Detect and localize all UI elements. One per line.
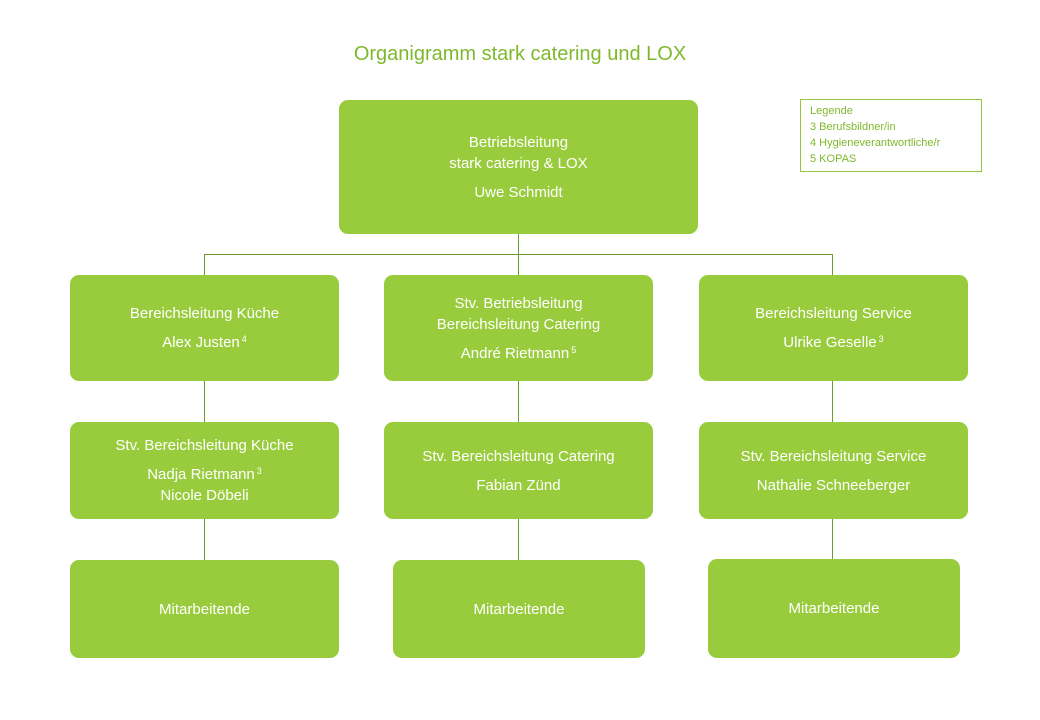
box-mitarbeitende-kueche: Mitarbeitende — [70, 560, 339, 658]
legend-heading: Legende — [810, 105, 853, 117]
person-name: Fabian Zünd — [476, 476, 561, 494]
box-betriebsleitung: Betriebsleitung stark catering & LOX Uwe… — [339, 100, 698, 234]
person-name: Uwe Schmidt — [474, 183, 563, 201]
connector-left-lead-deputy — [204, 380, 205, 423]
person-name: Nicole Döbeli — [160, 487, 249, 504]
role-label: Bereichsleitung Service — [755, 305, 912, 322]
staff-label: Mitarbeitende — [159, 600, 250, 618]
legend: Legende 3 Berufsbildner/in 4 Hygienevera… — [800, 99, 982, 172]
connector-left-deputy-staff — [204, 518, 205, 561]
legend-ref: 3 — [256, 466, 262, 476]
legend-item: 4 Hygieneverantwortliche/r — [810, 137, 941, 149]
legend-item: 3 Berufsbildner/in — [810, 121, 896, 133]
connector-middle-deputy-staff — [518, 518, 519, 561]
connector-middle-lead-deputy — [518, 380, 519, 423]
legend-ref: 4 — [241, 334, 247, 344]
connector-right-deputy-staff — [832, 518, 833, 561]
box-stv-bereichsleitung-catering: Stv. Bereichsleitung Catering Fabian Zün… — [384, 422, 653, 519]
box-mitarbeitende-service: Mitarbeitende — [708, 559, 960, 658]
connector-left-drop — [204, 254, 205, 276]
connector-right-drop — [832, 254, 833, 276]
person-name: Nathalie Schneeberger — [756, 476, 911, 494]
staff-label: Mitarbeitende — [473, 600, 565, 618]
connector-top-vertical — [518, 233, 519, 255]
box-stv-bereichsleitung-service: Stv. Bereichsleitung Service Nathalie Sc… — [699, 422, 968, 519]
role-label: Stv. Bereichsleitung Service — [740, 447, 927, 465]
box-bereichsleitung-catering: Stv. Betriebsleitung Bereichsleitung Cat… — [384, 275, 653, 381]
role-label: Bereichsleitung Küche — [129, 305, 280, 322]
connector-middle-drop — [518, 254, 519, 276]
connector-right-lead-deputy — [832, 380, 833, 423]
role-label: Stv. Bereichsleitung Catering — [422, 447, 615, 465]
legend-ref: 5 — [571, 344, 577, 355]
role-label: Bereichsleitung Catering — [436, 315, 601, 333]
staff-label: Mitarbeitende — [788, 600, 880, 617]
role-label: Betriebsleitung — [468, 133, 569, 151]
role-label: Stv. Bereichsleitung Küche — [115, 437, 294, 454]
page-title: Organigramm stark catering und LOX — [353, 43, 687, 65]
legend-ref: 3 — [878, 334, 884, 344]
legend-item: 5 KOPAS — [810, 153, 857, 165]
role-label: Stv. Betriebsleitung — [454, 294, 583, 312]
box-stv-bereichsleitung-kueche: Stv. Bereichsleitung Küche Nadja Rietman… — [70, 422, 339, 519]
box-mitarbeitende-catering: Mitarbeitende — [393, 560, 645, 658]
role-label: stark catering & LOX — [449, 154, 588, 172]
